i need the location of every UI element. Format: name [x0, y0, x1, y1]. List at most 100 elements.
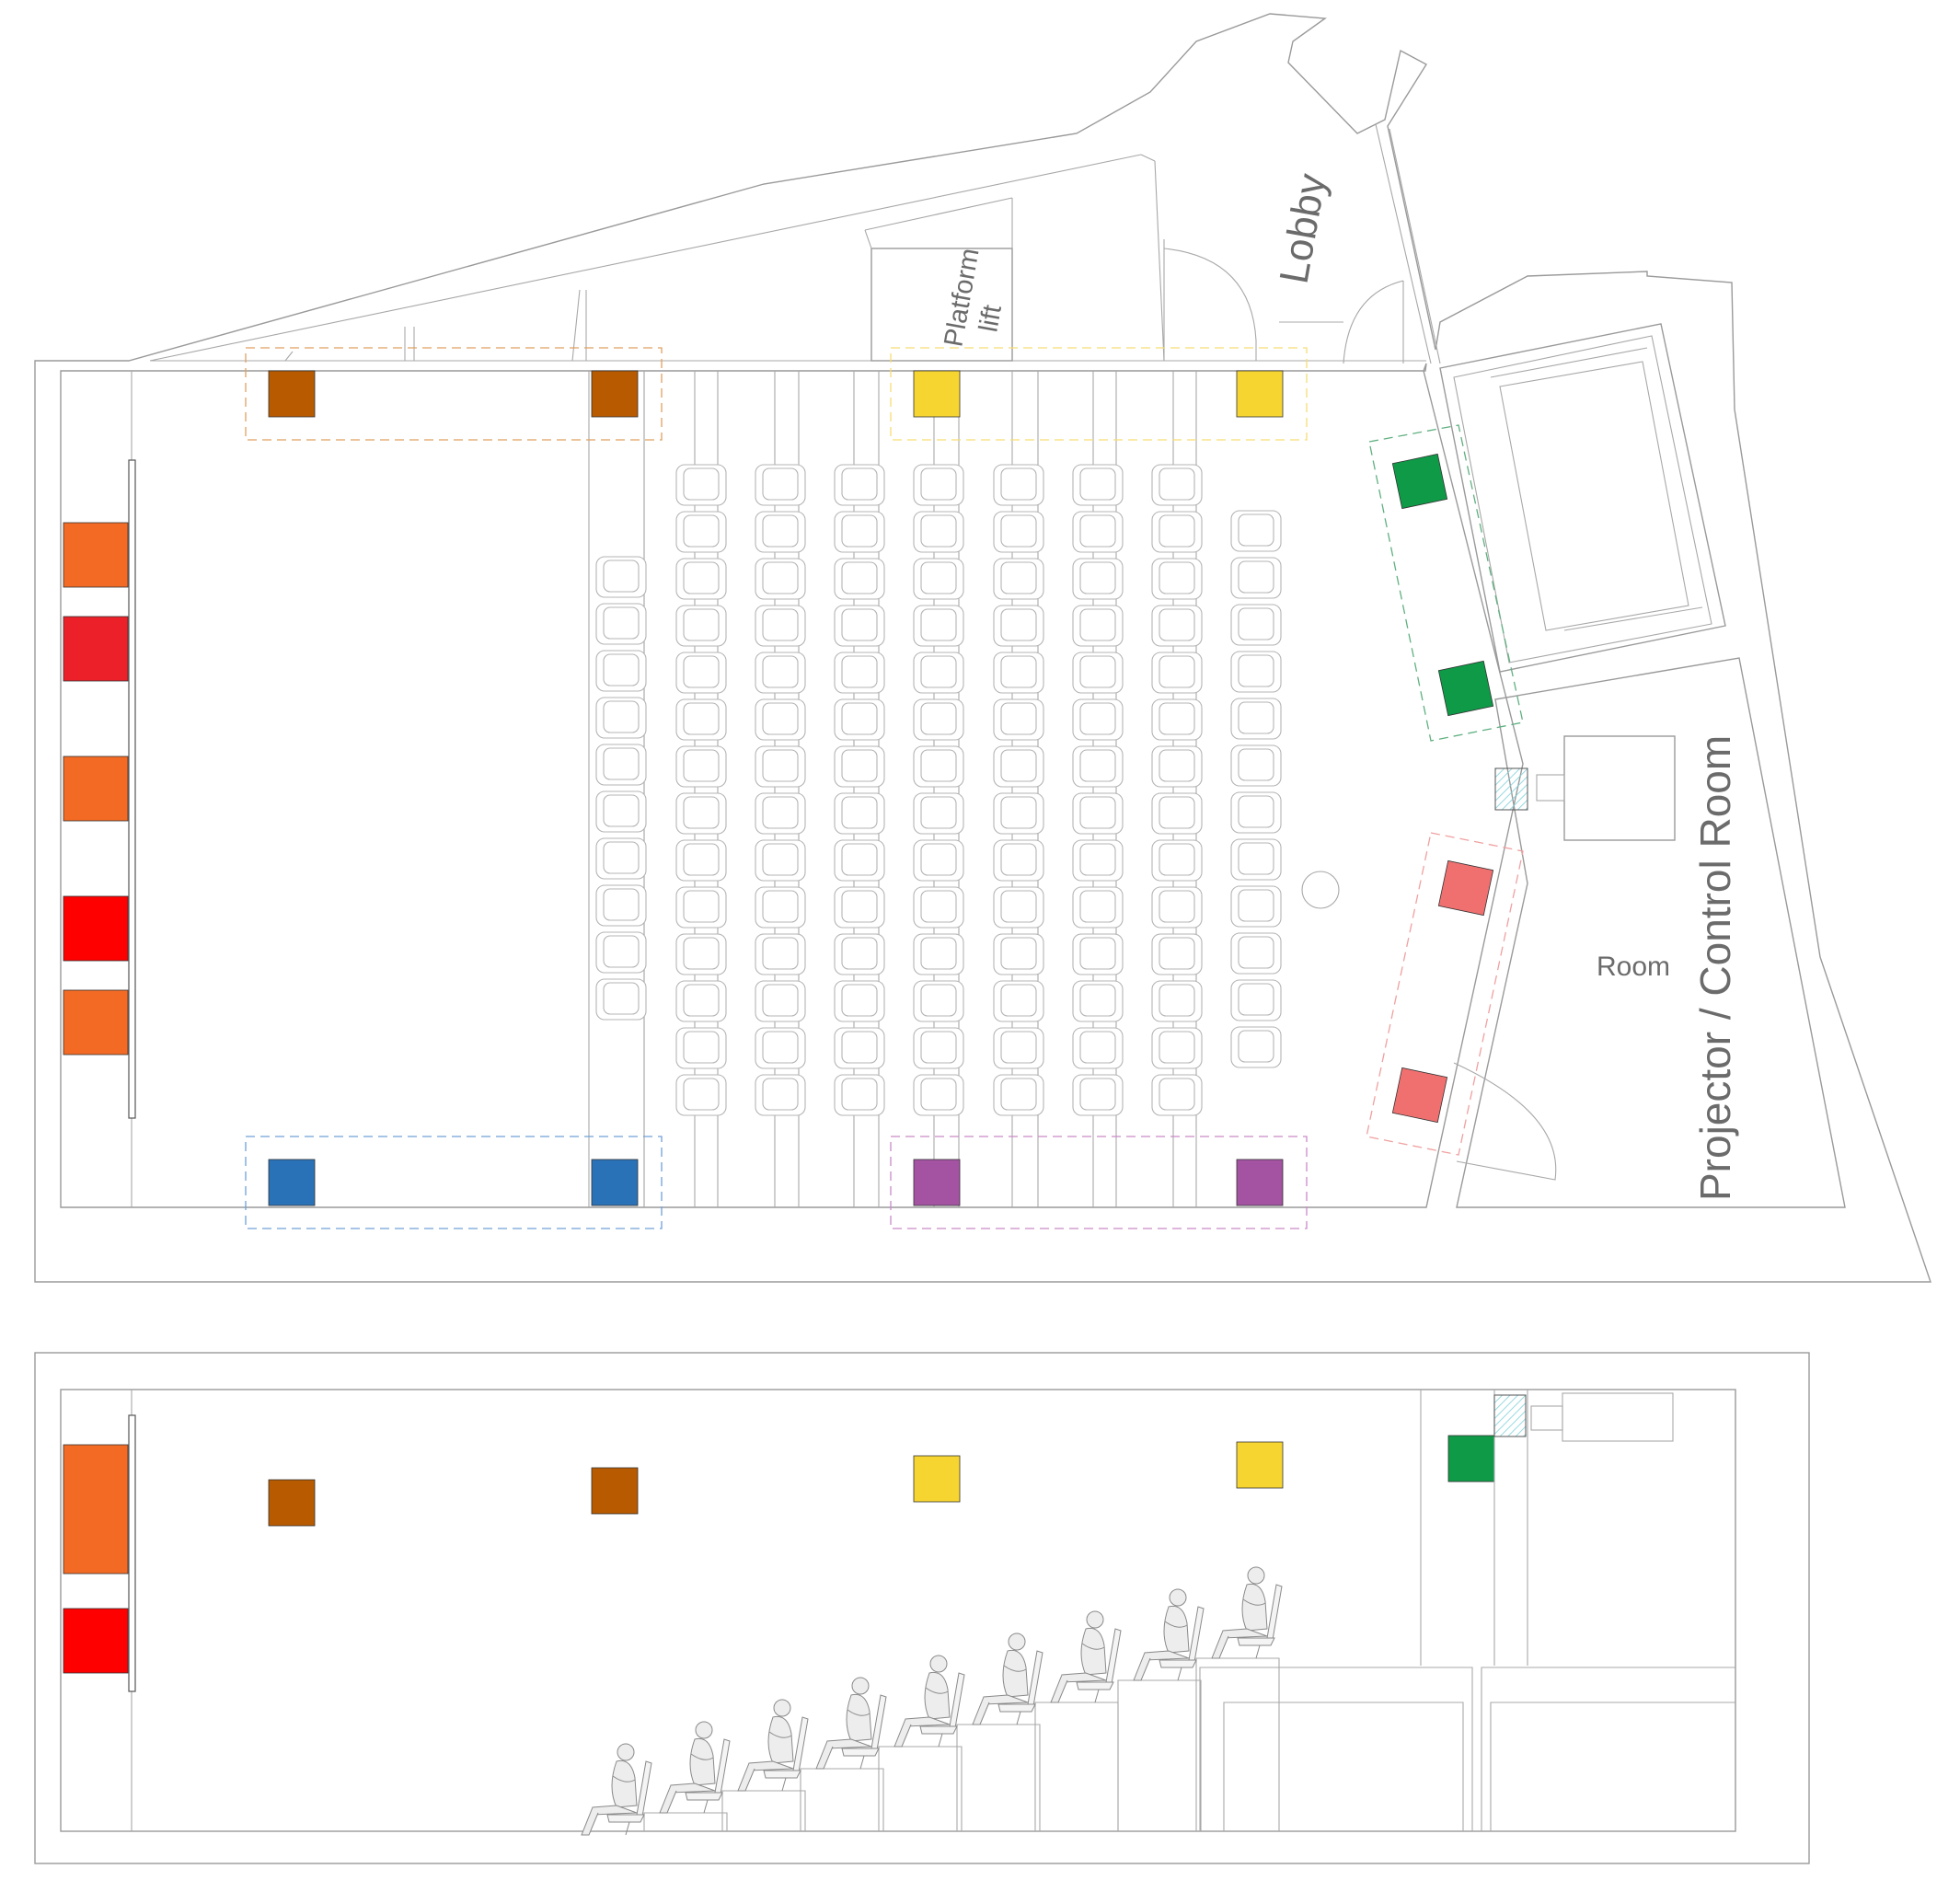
- seat-icon: [1151, 511, 1203, 553]
- booth-rail-2: [1563, 606, 1703, 631]
- speaker-icon: [1236, 1159, 1284, 1206]
- seat-icon: [834, 652, 885, 694]
- seat-icon: [834, 745, 885, 788]
- seat-icon: [1230, 885, 1282, 928]
- section-people: [581, 1566, 1283, 1836]
- speaker-icon: [913, 1455, 961, 1503]
- speaker-icon: [1391, 453, 1448, 510]
- person-icon: [581, 1743, 652, 1836]
- seat-icon: [1072, 652, 1124, 694]
- seat-icon: [675, 558, 727, 600]
- zone-frame-blue: [245, 1136, 663, 1229]
- seat-icon: [834, 511, 885, 553]
- seat-icon: [1072, 605, 1124, 647]
- seat-icon: [1072, 839, 1124, 882]
- seat-icon: [1151, 792, 1203, 835]
- step-tier: [1117, 1679, 1202, 1831]
- zone-frame-purple: [890, 1136, 1308, 1229]
- seat-icon: [595, 697, 647, 739]
- seat-icon: [834, 1074, 885, 1116]
- seat-icon: [1151, 839, 1203, 882]
- passage-wall-2: [1389, 128, 1441, 364]
- section-view: [34, 1352, 1810, 1864]
- seat-icon: [1072, 1027, 1124, 1069]
- step-tier: [1195, 1657, 1280, 1831]
- seat-icon: [834, 980, 885, 1022]
- seat-icon: [993, 652, 1044, 694]
- seating-grid: [595, 464, 1282, 1116]
- seat-icon: [595, 790, 647, 833]
- seat-icon: [993, 980, 1044, 1022]
- seat-icon: [1151, 980, 1203, 1022]
- seat-icon: [1072, 698, 1124, 741]
- zone-frame-brown: [245, 347, 663, 441]
- corridor-partition: [571, 289, 581, 362]
- seat-icon: [595, 978, 647, 1021]
- speaker-icon: [268, 1479, 316, 1527]
- seat-icon: [913, 605, 964, 647]
- projection-booth: [1439, 323, 1726, 673]
- platform-lift-label: Platform: [939, 246, 985, 349]
- seat-icon: [913, 839, 964, 882]
- seat-icon: [1230, 510, 1282, 552]
- seat-icon: [993, 464, 1044, 506]
- section-platform-inner: [1223, 1702, 1464, 1831]
- zone-frame-green: [1368, 424, 1524, 742]
- seat-icon: [675, 464, 727, 506]
- seat-icon: [1230, 932, 1282, 975]
- seat-icon: [1230, 791, 1282, 834]
- seat-icon: [1151, 1074, 1203, 1116]
- seat-icon: [1151, 558, 1203, 600]
- seat-icon: [1151, 652, 1203, 694]
- seat-icon: [675, 511, 727, 553]
- seat-icon: [834, 605, 885, 647]
- person-icon: [972, 1632, 1043, 1725]
- seat-icon: [1230, 651, 1282, 693]
- seat-icon: [1230, 557, 1282, 599]
- seat-icon: [755, 745, 806, 788]
- seat-icon: [1151, 698, 1203, 741]
- lobby-door-arc: [1163, 248, 1257, 341]
- seat-icon: [834, 558, 885, 600]
- projector-unit: [1563, 735, 1676, 841]
- seat-icon: [913, 792, 964, 835]
- section-outer-wall: [34, 1352, 1810, 1864]
- corridor-small-wall: [284, 351, 294, 362]
- seat-icon: [1151, 605, 1203, 647]
- seat-icon: [1151, 1027, 1203, 1069]
- seat-icon: [1072, 886, 1124, 929]
- seat-icon: [1230, 698, 1282, 740]
- plan-outer-wall: [34, 13, 1931, 1283]
- seat-icon: [755, 839, 806, 882]
- speaker-icon: [268, 370, 316, 418]
- seat-icon: [595, 744, 647, 786]
- seat-icon: [993, 698, 1044, 741]
- section-screen: [128, 1414, 136, 1692]
- seat-icon: [913, 464, 964, 506]
- seat-icon: [675, 652, 727, 694]
- section-projector-lens: [1530, 1405, 1563, 1431]
- person-icon: [1050, 1610, 1122, 1703]
- platform-lift: [870, 248, 1013, 362]
- seat-icon: [755, 1074, 806, 1116]
- seat-icon: [913, 558, 964, 600]
- zone-frame-salmon: [1366, 832, 1524, 1156]
- seat-icon: [755, 792, 806, 835]
- seat-icon: [913, 886, 964, 929]
- cinema-screen: [128, 459, 136, 1119]
- speaker-icon: [63, 989, 129, 1056]
- seat-icon: [834, 464, 885, 506]
- seat-icon: [1151, 886, 1203, 929]
- seat-icon: [755, 652, 806, 694]
- seat-icon: [913, 1027, 964, 1069]
- lobby-door-arc-2: [1343, 280, 1404, 364]
- platform-lift-top: [864, 197, 1013, 231]
- seat-icon: [595, 884, 647, 927]
- section-projector-unit: [1562, 1392, 1674, 1442]
- seat-icon: [675, 1074, 727, 1116]
- speaker-icon: [63, 1608, 129, 1674]
- seat-icon: [1151, 464, 1203, 506]
- seat-icon: [595, 931, 647, 974]
- speaker-icon: [1236, 370, 1284, 418]
